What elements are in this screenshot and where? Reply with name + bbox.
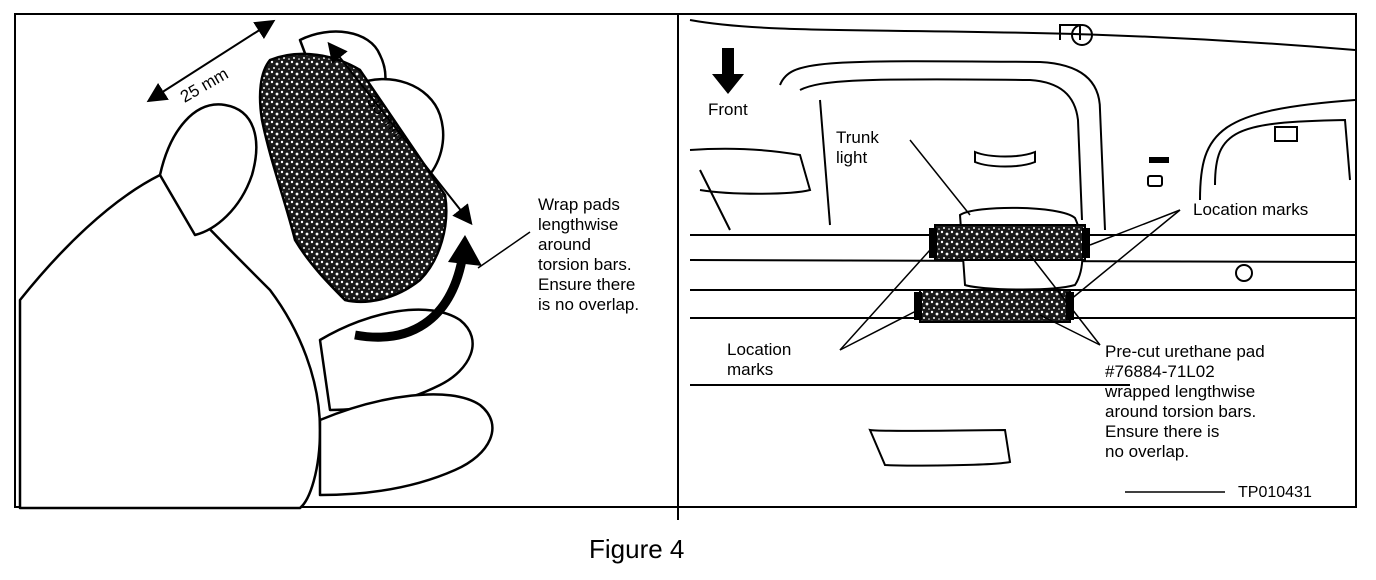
location-marks-left-label-2: marks bbox=[727, 360, 774, 379]
pad-note-2: #76884-71L02 bbox=[1105, 362, 1215, 381]
wrap-note-1: Wrap pads bbox=[538, 195, 620, 214]
pad-note-6: no overlap. bbox=[1105, 442, 1190, 461]
trunk-light-label-2: light bbox=[836, 148, 868, 167]
divider-tick bbox=[677, 508, 679, 520]
figure-frame bbox=[14, 13, 1357, 508]
location-marks-left-label-1: Location bbox=[727, 340, 792, 359]
pad-note-3: wrapped lengthwise bbox=[1105, 382, 1256, 401]
dim-35mm-arrow bbox=[327, 41, 473, 226]
wrap-note-5: Ensure there bbox=[538, 275, 636, 294]
wrap-note-3: around bbox=[538, 235, 591, 254]
trunk-light-label-1: Trunk bbox=[836, 128, 879, 147]
wrap-note-6: is no overlap. bbox=[538, 295, 640, 314]
front-label: Front bbox=[708, 100, 748, 119]
wrap-direction-arrow bbox=[354, 259, 467, 342]
pad-note-1: Pre-cut urethane pad bbox=[1105, 342, 1265, 361]
location-marks-right-label: Location marks bbox=[1193, 200, 1309, 219]
figure-caption: Figure 4 bbox=[589, 534, 685, 564]
panel-divider bbox=[677, 13, 679, 508]
wrap-note-4: torsion bars. bbox=[538, 255, 632, 274]
trunk-structure bbox=[689, 19, 1356, 467]
torsion-pad-lower bbox=[919, 289, 1071, 323]
wrap-note-leader bbox=[477, 231, 531, 269]
pad-note-4: around torsion bars. bbox=[1105, 402, 1257, 421]
front-arrow bbox=[712, 48, 744, 94]
pad-note-5: Ensure there is bbox=[1105, 422, 1220, 441]
part-code: TP010431 bbox=[1238, 484, 1312, 501]
torsion-pad-upper bbox=[934, 224, 1086, 261]
wrap-note-2: lengthwise bbox=[538, 215, 619, 234]
dim-25mm-arrow bbox=[146, 19, 276, 103]
leader-lines bbox=[839, 139, 1225, 493]
